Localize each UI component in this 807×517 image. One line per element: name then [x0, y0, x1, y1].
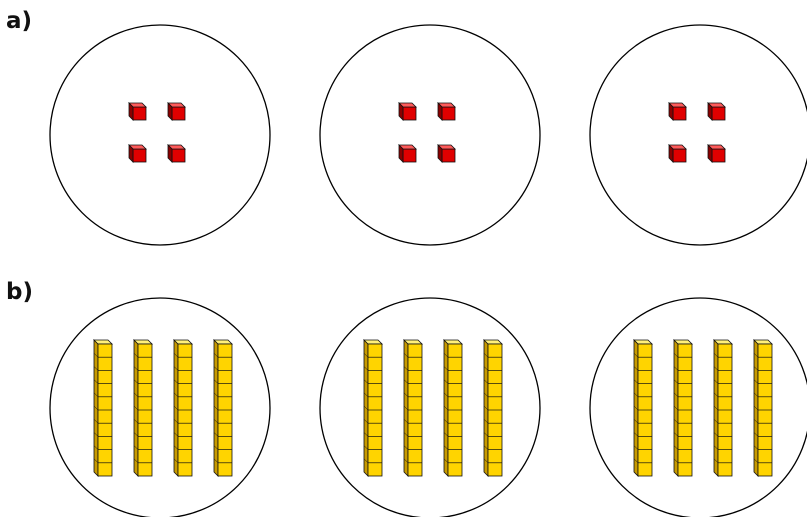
ten-rod: [714, 340, 732, 476]
ten-rod: [634, 340, 652, 476]
group-circle-outline: [50, 298, 270, 517]
unit-cube: [168, 145, 185, 162]
unit-cube: [438, 103, 455, 120]
unit-cube: [669, 103, 686, 120]
group-circle: [590, 25, 807, 245]
group-circle: [320, 298, 540, 517]
ten-rod: [364, 340, 382, 476]
part-a-groups: [50, 25, 807, 245]
ten-rod: [134, 340, 152, 476]
group-circle-outline: [320, 298, 540, 517]
unit-cube: [168, 103, 185, 120]
ten-rod: [674, 340, 692, 476]
unit-cube: [438, 145, 455, 162]
ten-rod: [174, 340, 192, 476]
ten-rod: [404, 340, 422, 476]
unit-cube: [669, 145, 686, 162]
part-b-groups: [50, 298, 807, 517]
unit-cube: [129, 145, 146, 162]
group-circle-outline: [50, 25, 270, 245]
ten-rod: [754, 340, 772, 476]
ten-rod: [94, 340, 112, 476]
unit-cube: [708, 103, 725, 120]
group-circle: [50, 298, 270, 517]
unit-cube: [399, 145, 416, 162]
ten-rod: [444, 340, 462, 476]
unit-cube: [399, 103, 416, 120]
group-circle-outline: [320, 25, 540, 245]
group-circle: [320, 25, 540, 245]
ten-rod: [484, 340, 502, 476]
ten-rod: [214, 340, 232, 476]
group-circle-outline: [590, 25, 807, 245]
unit-cube: [708, 145, 725, 162]
group-circle: [50, 25, 270, 245]
group-circle: [590, 298, 807, 517]
group-circle-outline: [590, 298, 807, 517]
unit-cube: [129, 103, 146, 120]
